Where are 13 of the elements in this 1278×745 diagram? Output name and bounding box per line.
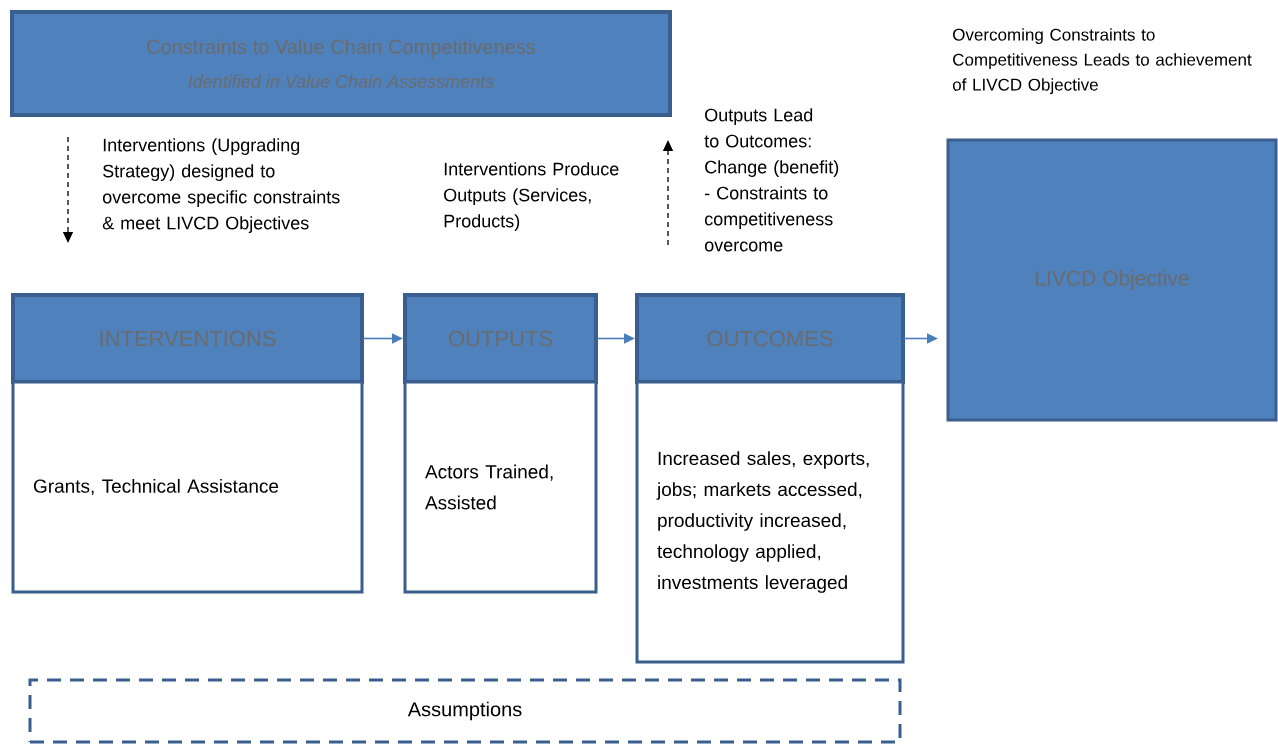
stage-header-box: OUTCOMES: [635, 293, 905, 384]
stage-header-box: INTERVENTIONS: [11, 293, 364, 384]
stage-body-box: Increased sales, exports, jobs; markets accessed, productivity increased, technology applied, investments leveraged: [635, 380, 905, 664]
assumptions-box: Assumptions: [28, 678, 902, 744]
caption-text: Overcoming Constraints to Competitiveness Leads to achievement of LIVCD Objective: [952, 28, 1252, 95]
objective-box: LIVCD Objective: [946, 138, 1278, 422]
stage-header-box: OUTPUTS: [403, 293, 598, 384]
stage-body-box: Grants, Technical Assistance: [11, 380, 364, 594]
stage-body-box: Actors Trained, Assisted: [403, 380, 598, 594]
annotation-text: Outputs Lead to Outcomes: Change (benefit) - Constraints to competitiveness overcome: [704, 108, 839, 252]
annotation-text: Interventions (Upgrading Strategy) designed to overcome specific constraints & meet LIVCD Objectives: [102, 138, 340, 233]
constraints-banner: Constraints to Value Chain Competitiveness Identified in Value Chain Assessments: [10, 10, 672, 117]
annotation-text: Interventions Produce Outputs (Services, Products): [444, 162, 619, 231]
